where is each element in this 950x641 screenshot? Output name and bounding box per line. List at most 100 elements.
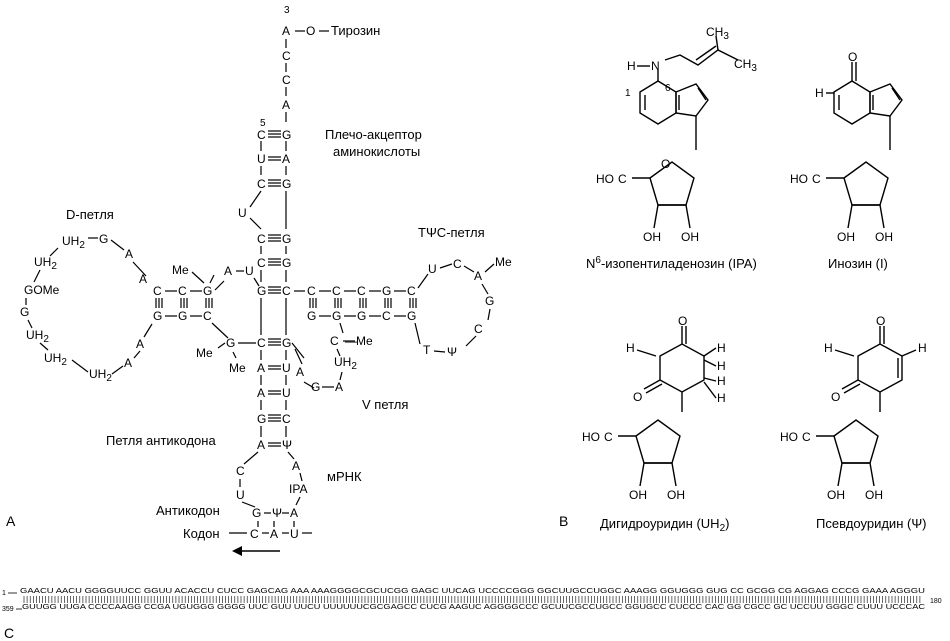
- codon-a: A: [270, 527, 278, 541]
- nt-link-u: U: [245, 264, 254, 278]
- nt-dl-g: G: [99, 232, 108, 246]
- nt-as-psi1: Ψ: [282, 438, 292, 452]
- nt-dl-g2: G: [20, 305, 29, 319]
- nt-dl-a4: A: [136, 337, 144, 351]
- pos5-label: 5: [260, 118, 266, 129]
- nt-me-3: Me: [495, 255, 512, 269]
- nt-dl-a1: A: [125, 247, 133, 261]
- acceptor-label-2: аминокислоты: [333, 144, 420, 159]
- nt-as-a1: A: [257, 361, 265, 375]
- nt-tl-c2: C: [474, 322, 483, 336]
- nt-as-g0: G: [226, 336, 235, 350]
- nt-as-g2: G: [257, 412, 266, 426]
- ipa-ch3-a: CH3: [706, 25, 729, 42]
- panel-c-long-rna-hairpin: 1 359 GAACU AACU GGGGUUCC GGUU ACACCU CU…: [2, 588, 942, 641]
- nt-ds-g1: G: [203, 284, 212, 298]
- nt-v-a2: A: [296, 365, 304, 379]
- ipa-num-6: 6: [665, 83, 671, 94]
- nt-tl-c: C: [453, 257, 462, 271]
- nt-dl-a3: A: [124, 356, 132, 370]
- dhu-oh1: OH: [629, 488, 647, 502]
- nt-bulge-u: U: [238, 206, 247, 220]
- ino-ho: HO: [790, 172, 808, 186]
- psu-ch2: C: [802, 430, 811, 444]
- dhu-h3: H: [717, 374, 726, 388]
- dhu-h1: H: [717, 341, 726, 355]
- inosine-structure: O H HO C OH OH: [790, 50, 903, 244]
- psu-oh1: OH: [827, 488, 845, 502]
- nt-tl-t: T: [423, 343, 431, 357]
- panel-c-left-num-1: 1: [2, 590, 6, 597]
- panel-c-top-strand: GAACU AACU GGGGUUCC GGUU ACACCU CUCC GAG…: [20, 588, 925, 595]
- nt-stem-g1: G: [282, 128, 291, 142]
- dhu-ch2: C: [604, 430, 613, 444]
- anticodon-loop-label: Петля антикодона: [106, 433, 216, 448]
- nt-tl-a: A: [474, 269, 482, 283]
- nt-c75: C: [282, 49, 291, 63]
- dhu-ho: HO: [582, 430, 600, 444]
- panel-b-modified-nucleosides: N H CH3 CH3 1 6 O HO C OH OH N6-изопенти…: [559, 25, 927, 534]
- nt-dl-gome: GOMe: [24, 283, 60, 297]
- nt-as-g1: G: [282, 336, 291, 350]
- nt-tl-psi: Ψ: [447, 345, 457, 359]
- ipa-ho: HO: [596, 172, 614, 186]
- panel-c-basepair-ticks: [23, 596, 921, 603]
- ipa-structure: N H CH3 CH3 1 6 O HO C OH OH: [596, 25, 757, 244]
- nt-al-psi: Ψ: [272, 506, 282, 520]
- v-loop-label: V петля: [362, 397, 408, 412]
- nt-tl-g: G: [485, 294, 494, 308]
- d-loop-label: D-петля: [66, 207, 114, 222]
- nt-ts-c3: C: [357, 284, 366, 298]
- dhu-structure: O O H H H H H HO C OH OH: [582, 314, 726, 502]
- nt-ds-c1: C: [153, 284, 162, 298]
- nt-al-g: G: [252, 506, 261, 520]
- nt-dl-uh2-4: UH2: [44, 351, 67, 368]
- psu-o2: O: [831, 390, 840, 404]
- nt-stem-g3: G: [282, 232, 291, 246]
- ino-h: H: [815, 86, 824, 100]
- dhu-h: H: [626, 341, 635, 355]
- nt-me-4: Me: [356, 334, 373, 348]
- nt-al-a: A: [290, 506, 298, 520]
- ipa-num-1: 1: [625, 88, 631, 99]
- dhu-o2: O: [633, 390, 642, 404]
- codon-u: U: [290, 527, 299, 541]
- nt-v-g: G: [311, 380, 320, 394]
- dhu-h4: H: [717, 391, 726, 405]
- nt-ds-c2: C: [178, 284, 187, 298]
- panel-c-left-num-359: 359: [2, 606, 14, 613]
- nt-dl-uh2-5: UH2: [89, 367, 112, 384]
- nt-as-u2: U: [282, 386, 291, 400]
- psu-h-left: H: [824, 341, 833, 355]
- panel-c-letter: C: [4, 625, 14, 641]
- nt-c74: C: [282, 73, 291, 87]
- nt-A76: A: [282, 24, 290, 38]
- pos3-label: 3: [284, 5, 290, 16]
- nt-as-a2: A: [257, 386, 265, 400]
- psu-oh2: OH: [865, 488, 883, 502]
- nt-me-1: Me: [172, 263, 189, 277]
- nt-v-me: —: [345, 334, 357, 348]
- nt-link-a: A: [224, 264, 232, 278]
- nt-stem-g2: G: [282, 177, 291, 191]
- dhu-h2: H: [717, 359, 726, 373]
- nt-stem-c1: C: [257, 128, 266, 142]
- ipa-oh2: OH: [681, 230, 699, 244]
- panel-a-trna-cloverleaf: 3 A O Тирозин C C A 5 C G U A C G C G C: [6, 5, 512, 556]
- nt-ts-g5: G: [407, 309, 416, 323]
- nt-al-u: U: [236, 488, 245, 502]
- panel-b-letter: B: [559, 513, 568, 529]
- ipa-ch3-b: CH3: [734, 57, 757, 74]
- nt-stem-c3: C: [257, 232, 266, 246]
- nt-ts-g3: G: [332, 309, 341, 323]
- nt-al-ipa: IPA: [289, 482, 307, 496]
- ipa-ch2: C: [618, 172, 627, 186]
- nt-as-u1: U: [282, 361, 291, 375]
- ipa-h-label: H: [627, 59, 636, 73]
- panel-c-bottom-strand: GUUGG UUGA CCCCAAGG CCGA UGUGGG GGGG UUC…: [22, 604, 925, 611]
- ino-oh1: OH: [837, 230, 855, 244]
- nt-ts-g1: G: [382, 284, 391, 298]
- psu-name: Псевдоуридин (Ψ): [816, 516, 927, 531]
- nt-ts-c5: C: [382, 309, 391, 323]
